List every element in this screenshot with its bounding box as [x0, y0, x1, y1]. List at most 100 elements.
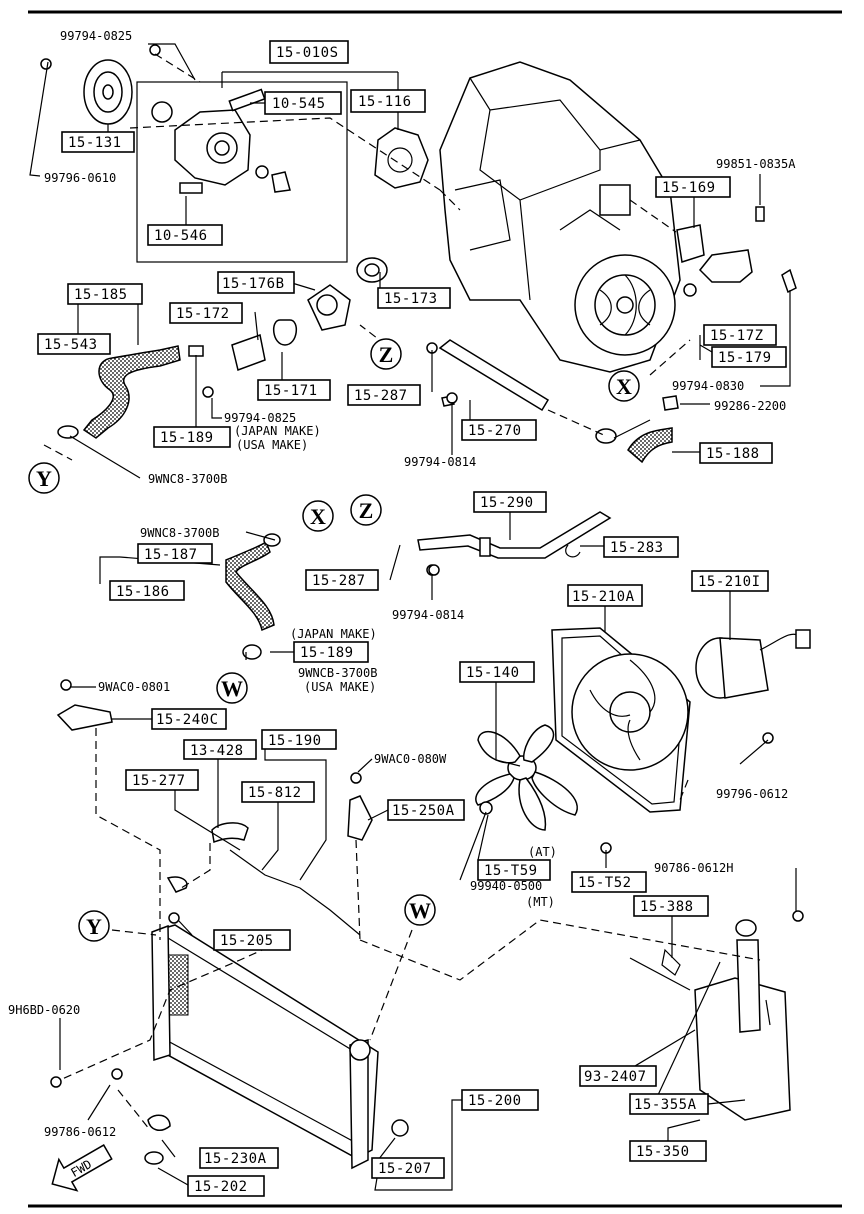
- marker-y-lower: Y: [78, 910, 110, 942]
- pn-9WAC0-0801: 9WAC0-0801: [98, 680, 170, 694]
- marker-x-lower: X: [302, 500, 334, 532]
- callout-15-210A: 15-210A: [572, 589, 635, 605]
- callout-15-283: 15-283: [610, 540, 664, 556]
- bypass-pipe-15-270: [426, 339, 550, 412]
- usa-make-upper: (USA MAKE): [236, 438, 308, 452]
- callout-15-173: 15-173: [384, 291, 438, 307]
- callout-15-543: 15-543: [44, 337, 98, 353]
- svg-text:Y: Y: [86, 914, 102, 939]
- callout-15-185: 15-185: [74, 287, 128, 303]
- callout-15-172: 15-172: [176, 306, 230, 322]
- svg-text:W: W: [221, 676, 243, 701]
- marker-z-upper: Z: [370, 338, 402, 370]
- callout-15-388: 15-388: [640, 899, 694, 915]
- marker-y-upper: Y: [28, 462, 60, 494]
- radiator-group: [144, 795, 409, 1170]
- callout-15-187: 15-187: [144, 547, 198, 563]
- callout-15-350: 15-350: [636, 1144, 690, 1160]
- callout-15-812: 15-812: [248, 785, 302, 801]
- callout-10-546: 10-546: [154, 228, 208, 244]
- callout-15-T59: 15-T59: [484, 863, 538, 879]
- lower-hose-15-188: [595, 427, 673, 464]
- pn-99851-0835A: 99851-0835A: [716, 157, 796, 171]
- pn-90786-0612H: 90786-0612H: [654, 861, 733, 875]
- pn-99794-0814-lower: 99794-0814: [392, 608, 464, 622]
- radiator-hoses-middle: [225, 511, 612, 660]
- pn-99794-0825-top: 99794-0825: [60, 29, 132, 43]
- callout-15-287-lower: 15-287: [312, 573, 366, 589]
- callout-15-290: 15-290: [480, 495, 534, 511]
- circled-markers: Z X Y X Z W W Y: [28, 338, 640, 942]
- part-number-labels: 99794-0825 99796-0610 99851-0835A 99794-…: [8, 29, 796, 1139]
- svg-text:Z: Z: [379, 342, 394, 367]
- leader-lines: [29, 43, 797, 1191]
- callout-15-210I: 15-210I: [698, 574, 761, 590]
- callout-15-240C: 15-240C: [156, 712, 219, 728]
- pn-9WNCB-3700B-lower: 9WNCB-3700B: [298, 666, 377, 680]
- upper-hose-15-185: [57, 345, 181, 439]
- callout-10-545: 10-545: [272, 96, 326, 112]
- svg-text:X: X: [310, 504, 326, 529]
- callout-15-171: 15-171: [264, 383, 318, 399]
- callout-15-205: 15-205: [220, 933, 274, 949]
- japan-make-lower: (JAPAN MAKE): [290, 627, 377, 641]
- callout-15-189-upper: 15-189: [160, 430, 214, 446]
- callout-93-2407: 93-2407: [584, 1069, 647, 1085]
- pn-99940-0500: 99940-0500: [470, 879, 542, 893]
- at-label: (AT): [528, 845, 557, 859]
- callout-15-200: 15-200: [468, 1093, 522, 1109]
- callout-15-207: 15-207: [378, 1161, 432, 1177]
- callout-boxes: 15-010S 10-545 15-116 15-131 10-546 15-1…: [37, 40, 787, 1197]
- callout-15-189-lower: 15-189: [300, 645, 354, 661]
- callout-15-169: 15-169: [662, 180, 716, 196]
- usa-make-lower: (USA MAKE): [304, 680, 376, 694]
- dashed-connections: [43, 53, 761, 1131]
- pn-99786-0612: 99786-0612: [44, 1125, 116, 1139]
- coolant-reservoir: [629, 919, 791, 1121]
- fan-shroud-group: [475, 627, 811, 831]
- water-outlet-group: [662, 206, 797, 411]
- callout-15-202: 15-202: [194, 1179, 248, 1195]
- marker-w-lower: W: [404, 894, 436, 926]
- marker-x-upper: X: [608, 370, 640, 402]
- bolts: [40, 44, 804, 1088]
- callout-15-17Z: 15-17Z: [710, 328, 764, 344]
- mt-label: (MT): [526, 895, 555, 909]
- pn-9WNC8-3700B-mid: 9WNC8-3700B: [140, 526, 219, 540]
- callout-15-287-upper: 15-287: [354, 388, 408, 404]
- svg-text:W: W: [409, 898, 431, 923]
- pn-99796-0610: 99796-0610: [44, 171, 116, 185]
- pn-99794-0825-mid: 99794-0825: [224, 411, 296, 425]
- fwd-arrow-icon: FWD: [51, 1144, 113, 1192]
- callout-15-355A: 15-355A: [634, 1097, 697, 1113]
- callout-15-140: 15-140: [466, 665, 520, 681]
- pn-99286-2200: 99286-2200: [714, 399, 786, 413]
- thermostat-group: [188, 284, 351, 371]
- callout-15-116: 15-116: [358, 94, 412, 110]
- engine-block-drawing: [439, 61, 681, 373]
- pn-99794-0830: 99794-0830: [672, 379, 744, 393]
- svg-text:Y: Y: [36, 466, 52, 491]
- pn-99796-0612: 99796-0612: [716, 787, 788, 801]
- callout-15-176B: 15-176B: [222, 276, 285, 292]
- callout-13-428: 13-428: [190, 743, 244, 759]
- japan-make-upper: (JAPAN MAKE): [234, 424, 321, 438]
- pn-99794-0814-upper: 99794-0814: [404, 455, 476, 469]
- marker-w-upper: W: [216, 672, 248, 704]
- callout-15-131: 15-131: [68, 135, 122, 151]
- pn-9H6BD-0620: 9H6BD-0620: [8, 1003, 80, 1017]
- callout-15-186: 15-186: [116, 584, 170, 600]
- callout-15-230A: 15-230A: [204, 1151, 267, 1167]
- pn-9WAC0-080W: 9WAC0-080W: [374, 752, 447, 766]
- callout-15-250A: 15-250A: [392, 803, 455, 819]
- pn-9WNC8-3700B-left: 9WNC8-3700B: [148, 472, 227, 486]
- callout-15-270: 15-270: [468, 423, 522, 439]
- callout-15-T52: 15-T52: [578, 875, 632, 891]
- callout-15-179: 15-179: [718, 350, 772, 366]
- callout-15-010S: 15-010S: [276, 45, 339, 61]
- callout-15-277: 15-277: [132, 773, 186, 789]
- callout-15-188: 15-188: [706, 446, 760, 462]
- callout-15-190: 15-190: [268, 733, 322, 749]
- marker-z-lower: Z: [350, 494, 382, 526]
